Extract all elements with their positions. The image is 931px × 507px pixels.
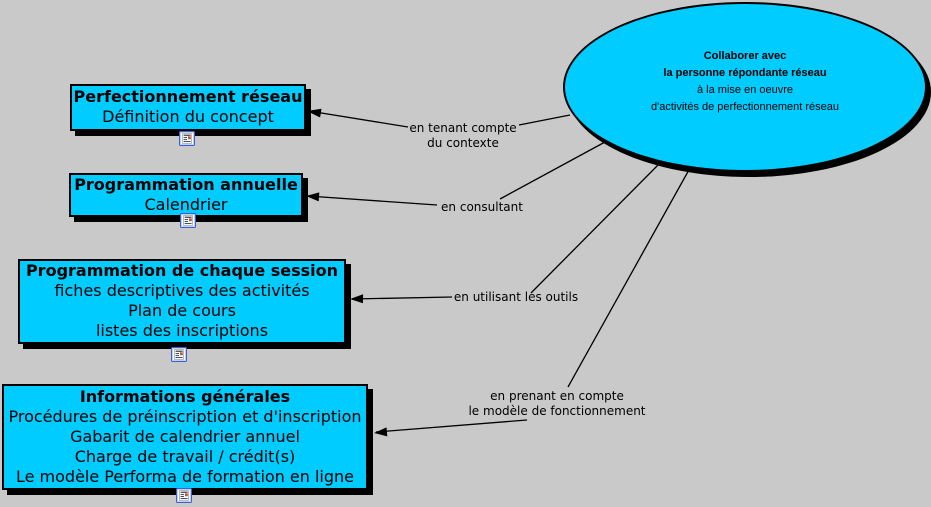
box-item: Gabarit de calendrier annuel bbox=[70, 427, 300, 446]
central-node[interactable]: Collaborer avec la personne répondante r… bbox=[563, 2, 927, 172]
document-icon[interactable] bbox=[180, 213, 196, 228]
document-icon-glyph bbox=[180, 213, 196, 228]
central-node-line: à la mise en oeuvre bbox=[697, 84, 793, 96]
connector-label-line: en prenant en compte bbox=[490, 389, 624, 403]
connector-line-1-left bbox=[308, 110, 409, 128]
connector-line-2-left bbox=[307, 195, 438, 206]
central-node-line: Collaborer avec bbox=[703, 50, 787, 62]
box-item: Calendrier bbox=[144, 195, 228, 214]
box-item: Charge de travail / crédit(s) bbox=[74, 447, 296, 466]
box-item: listes des inscriptions bbox=[95, 321, 269, 340]
box-title: Programmation annuelle bbox=[74, 175, 298, 194]
box-item: Le modèle Performa de formation en ligne bbox=[15, 467, 355, 486]
box-title: Informations générales bbox=[79, 387, 291, 406]
connector-label-line: en tenant compte bbox=[409, 121, 517, 135]
connector-label-4: en prenant en compte le modèle de foncti… bbox=[468, 389, 645, 419]
box-title: Programmation de chaque session bbox=[25, 261, 339, 280]
box-item: Procédures de préinscription et d'inscri… bbox=[8, 407, 362, 426]
document-icon-glyph bbox=[179, 131, 195, 146]
arrowhead-1 bbox=[307, 108, 322, 118]
arrowhead-3 bbox=[350, 294, 364, 304]
document-icon[interactable] bbox=[171, 347, 187, 362]
topic-box-informations-generales[interactable]: Informations générales Procédures de pré… bbox=[2, 384, 368, 490]
connector-line-3-right bbox=[530, 162, 661, 294]
connector-label-3: en utilisant les outils bbox=[454, 290, 578, 305]
box-item: Plan de cours bbox=[128, 301, 236, 320]
central-node-text: Collaborer avec la personne répondante r… bbox=[565, 48, 925, 116]
document-icon-glyph bbox=[176, 488, 192, 503]
topic-box-programmation-session[interactable]: Programmation de chaque session fiches d… bbox=[18, 259, 346, 344]
box-title: Perfectionnement réseau bbox=[73, 87, 303, 106]
document-icon[interactable] bbox=[179, 131, 195, 146]
central-node-line: d'activités de perfectionnement réseau bbox=[651, 101, 839, 113]
connector-line-4-left bbox=[375, 419, 528, 433]
connector-line-3-left bbox=[351, 296, 453, 300]
connector-label-line: du contexte bbox=[427, 136, 499, 150]
connector-line-1-right bbox=[518, 114, 571, 126]
connector-label-1: en tenant compte du contexte bbox=[409, 121, 516, 151]
topic-box-perfectionnement-reseau[interactable]: Perfectionnement réseau Définition du co… bbox=[70, 84, 306, 131]
connector-label-2: en consultant bbox=[441, 200, 523, 215]
topic-box-programmation-annuelle[interactable]: Programmation annuelle Calendrier bbox=[69, 173, 303, 217]
connector-label-line: le modèle de fonctionnement bbox=[468, 404, 646, 418]
connector-label-line: en consultant bbox=[441, 200, 523, 214]
connector-line-4-right bbox=[567, 167, 691, 388]
document-icon[interactable] bbox=[176, 488, 192, 503]
box-item: Définition du concept bbox=[102, 107, 274, 126]
arrowhead-2 bbox=[306, 192, 320, 202]
central-node-line: la personne répondante réseau bbox=[663, 67, 827, 79]
document-icon-glyph bbox=[171, 347, 187, 362]
box-item: fiches descriptives des activités bbox=[54, 281, 310, 300]
connector-label-line: en utilisant les outils bbox=[453, 290, 579, 304]
arrowhead-4 bbox=[374, 427, 388, 437]
